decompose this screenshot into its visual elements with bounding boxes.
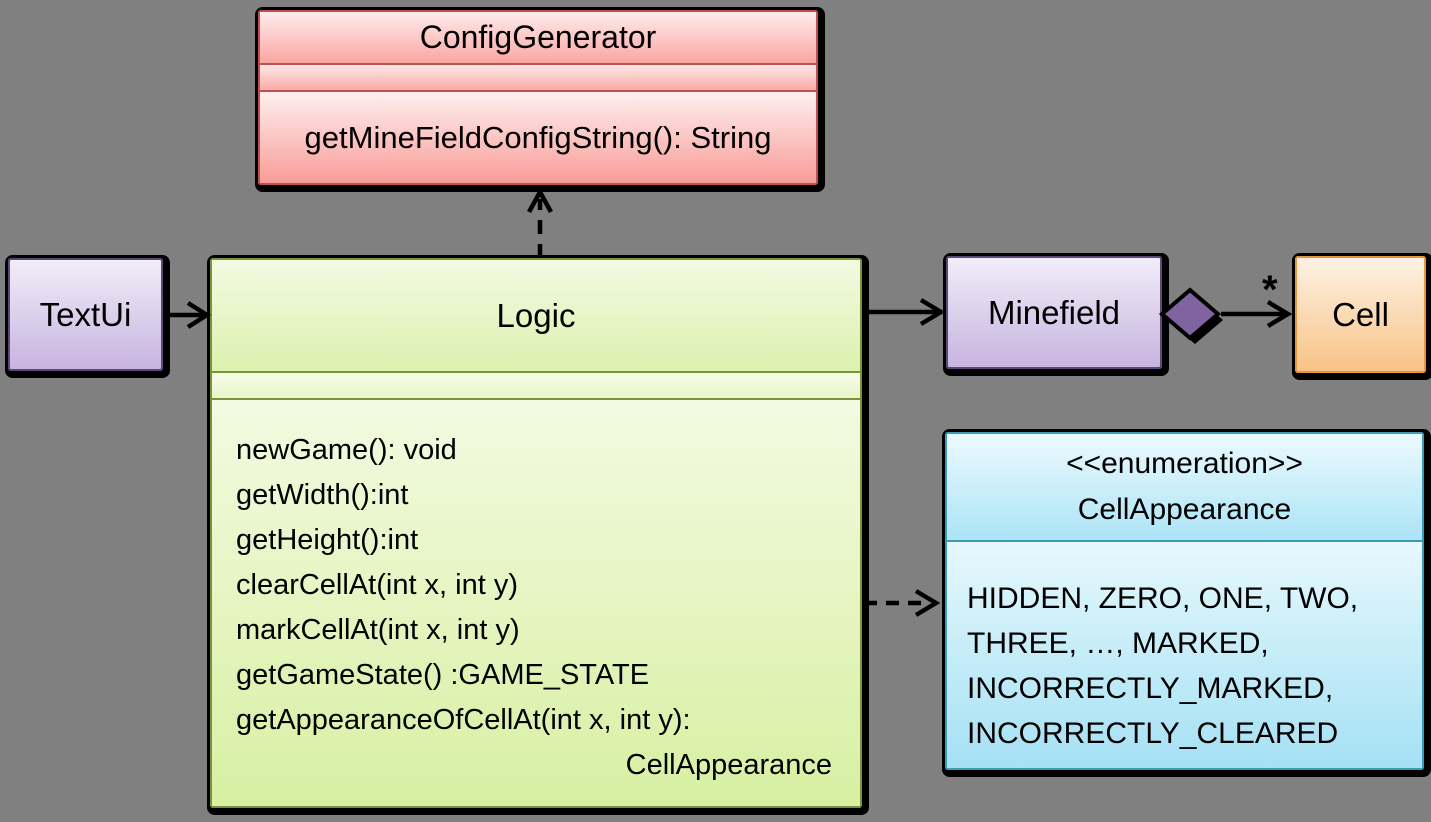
- dependency-logic-configgenerator: [527, 187, 553, 258]
- enum-title: CellAppearance: [1077, 493, 1292, 526]
- class-title: Cell: [1332, 295, 1389, 333]
- aggregation-diamond-icon: [1158, 287, 1222, 341]
- enum-values-compartment: HIDDEN, ZERO, ONE, TWO, THREE, …, MARKED…: [947, 540, 1422, 768]
- method-line: getGameState() :GAME_STATE: [236, 659, 650, 691]
- arrowhead-icon: [914, 589, 941, 617]
- class-title: TextUi: [39, 295, 132, 333]
- class-title: Minefield: [987, 293, 1121, 331]
- class-cell: Cell: [1295, 256, 1426, 373]
- association-textui-logic: [166, 301, 212, 329]
- method-line: getWidth():int: [236, 479, 409, 511]
- method-line: clearCellAt(int x, int y): [236, 569, 519, 601]
- method-line: getMineFieldConfigString(): String: [304, 119, 772, 155]
- class-title: ConfigGenerator: [260, 12, 816, 63]
- methods-compartment: newGame(): void getWidth():int getHeight…: [212, 398, 860, 806]
- enum-value-line: THREE, …, MARKED,: [967, 627, 1269, 660]
- fields-compartment: [260, 63, 816, 90]
- enum-header: <<enumeration>> CellAppearance: [947, 434, 1422, 540]
- class-configgenerator: ConfigGenerator getMineFieldConfigString…: [258, 10, 818, 185]
- method-line: getHeight():int: [236, 524, 419, 556]
- diamond-shadow: [1167, 296, 1223, 344]
- enum-value-line: INCORRECTLY_MARKED,: [967, 672, 1334, 705]
- multiplicity-star-label: *: [1262, 268, 1278, 312]
- method-line-continuation: CellAppearance: [625, 749, 832, 781]
- fields-compartment: [212, 371, 860, 398]
- method-line: markCellAt(int x, int y): [236, 614, 520, 646]
- enum-stereotype: <<enumeration>>: [1066, 447, 1303, 480]
- association-logic-minefield: [864, 298, 946, 326]
- enum-value-line: INCORRECTLY_CLEARED: [967, 717, 1339, 750]
- enum-cellappearance: <<enumeration>> CellAppearance HIDDEN, Z…: [945, 432, 1424, 770]
- class-minefield: Minefield: [946, 256, 1162, 369]
- arrowhead-icon: [527, 187, 553, 214]
- class-textui: TextUi: [8, 258, 163, 371]
- class-logic: Logic newGame(): void getWidth():int get…: [210, 258, 862, 808]
- arrowhead-icon: [919, 298, 946, 326]
- method-line: newGame(): void: [236, 434, 457, 466]
- class-title: Logic: [212, 260, 860, 371]
- methods-compartment: getMineFieldConfigString(): String: [260, 90, 816, 183]
- arrowhead-icon: [186, 301, 212, 329]
- dependency-logic-cellappearance: [864, 589, 941, 617]
- enum-value-line: HIDDEN, ZERO, ONE, TWO,: [967, 582, 1359, 615]
- method-line: getAppearanceOfCellAt(int x, int y):: [236, 704, 691, 736]
